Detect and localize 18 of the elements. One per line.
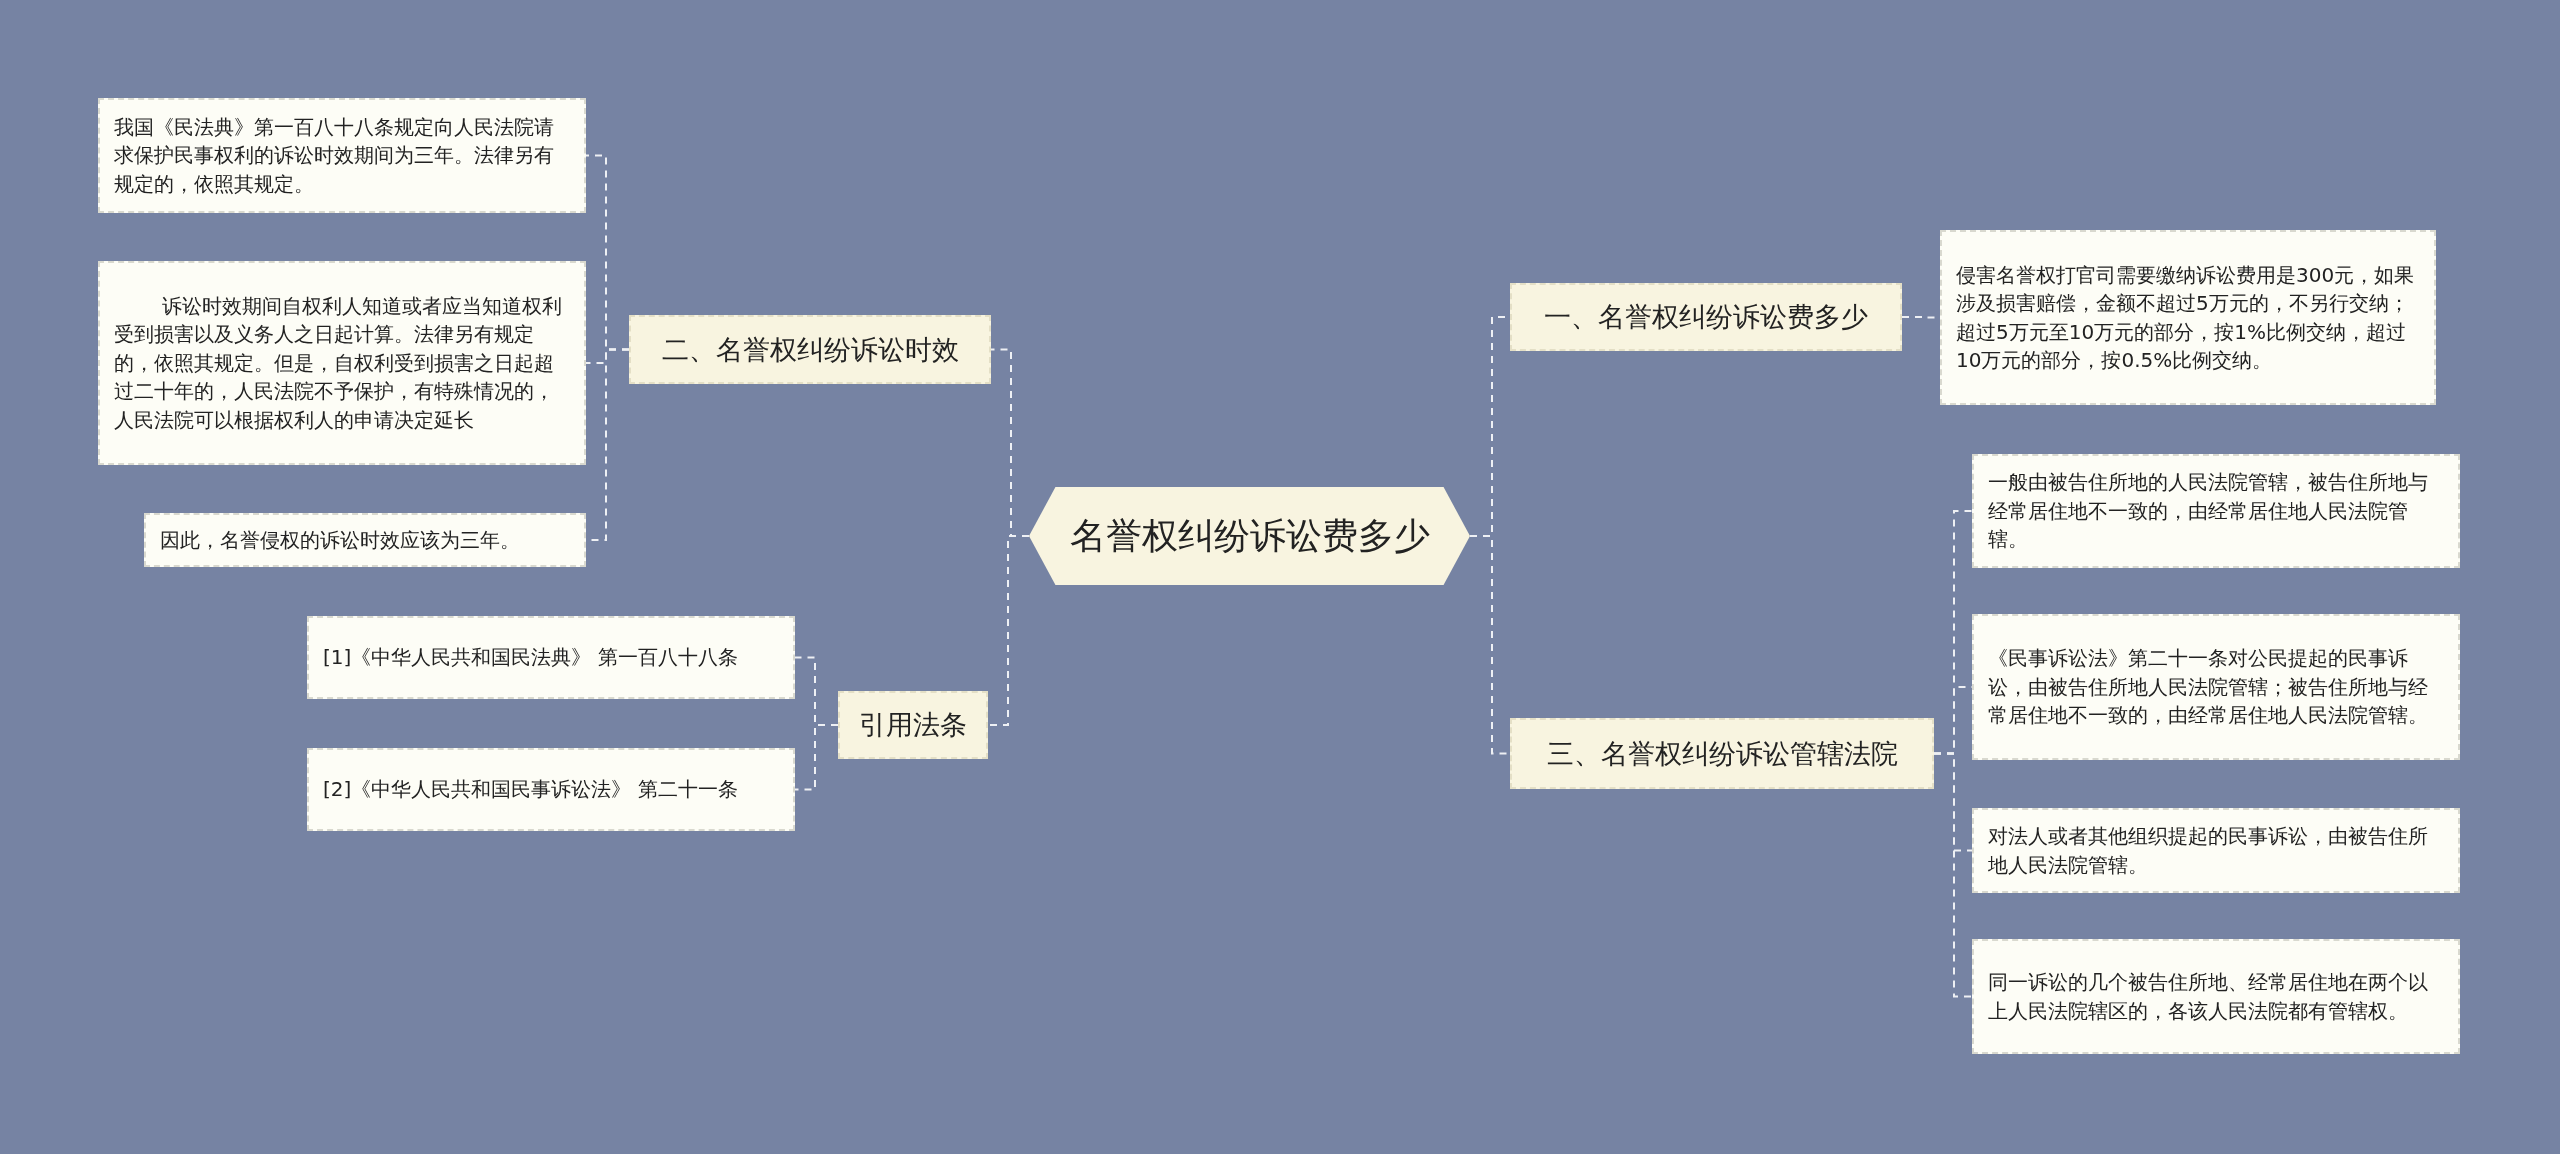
central-topic: 名誉权纠纷诉讼费多少 bbox=[1029, 487, 1470, 585]
note-box: 侵害名誉权打官司需要缴纳诉讼费用是300元，如果涉及损害赔偿，金额不超过5万元的，不另行交纳；超过5万元至10万元的部分，按1%比例交纳，超过10万元的部分，按0.5%比例交纳。 bbox=[1940, 230, 2436, 405]
note-box: 诉讼时效期间自权利人知道或者应当知道权利受到损害以及义务人之日起计算。法律另有规定的，依照其规定。但是，自权利受到损害之日起超过二十年的，人民法院不予保护，有特殊情况的，人民法院可以根据权利人的申请决定延长 bbox=[98, 261, 586, 465]
note-box: 因此，名誉侵权的诉讼时效应该为三年。 bbox=[144, 513, 586, 567]
note-box: [2]《中华人民共和国民事诉讼法》 第二十一条 bbox=[307, 748, 795, 831]
topic-box: 二、名誉权纠纷诉讼时效 bbox=[629, 315, 991, 384]
topic-box: 引用法条 bbox=[838, 691, 988, 759]
note-box: 我国《民法典》第一百八十八条规定向人民法院请求保护民事权利的诉讼时效期间为三年。法律另有规定的，依照其规定。 bbox=[98, 98, 586, 213]
connector-line bbox=[987, 535, 1030, 726]
note-box: [1]《中华人民共和国民法典》 第一百八十八条 bbox=[307, 616, 795, 699]
topic-box: 三、名誉权纠纷诉讼管辖法院 bbox=[1510, 718, 1934, 789]
topic-box: 一、名誉权纠纷诉讼费多少 bbox=[1510, 283, 1902, 351]
note-box: 对法人或者其他组织提起的民事诉讼，由被告住所地人民法院管辖。 bbox=[1972, 808, 2460, 893]
note-box: 一般由被告住所地的人民法院管辖，被告住所地与经常居住地不一致的，由经常居住地人民法院管辖。 bbox=[1972, 454, 2460, 568]
note-box: 《民事诉讼法》第二十一条对公民提起的民事诉讼，由被告住所地人民法院管辖；被告住所地与经常居住地不一致的，由经常居住地人民法院管辖。 bbox=[1972, 614, 2460, 760]
note-box: 同一诉讼的几个被告住所地、经常居住地在两个以上人民法院辖区的，各该人民法院都有管辖权。 bbox=[1972, 939, 2460, 1054]
connector-line bbox=[794, 724, 839, 791]
connector-line bbox=[1933, 752, 1973, 998]
